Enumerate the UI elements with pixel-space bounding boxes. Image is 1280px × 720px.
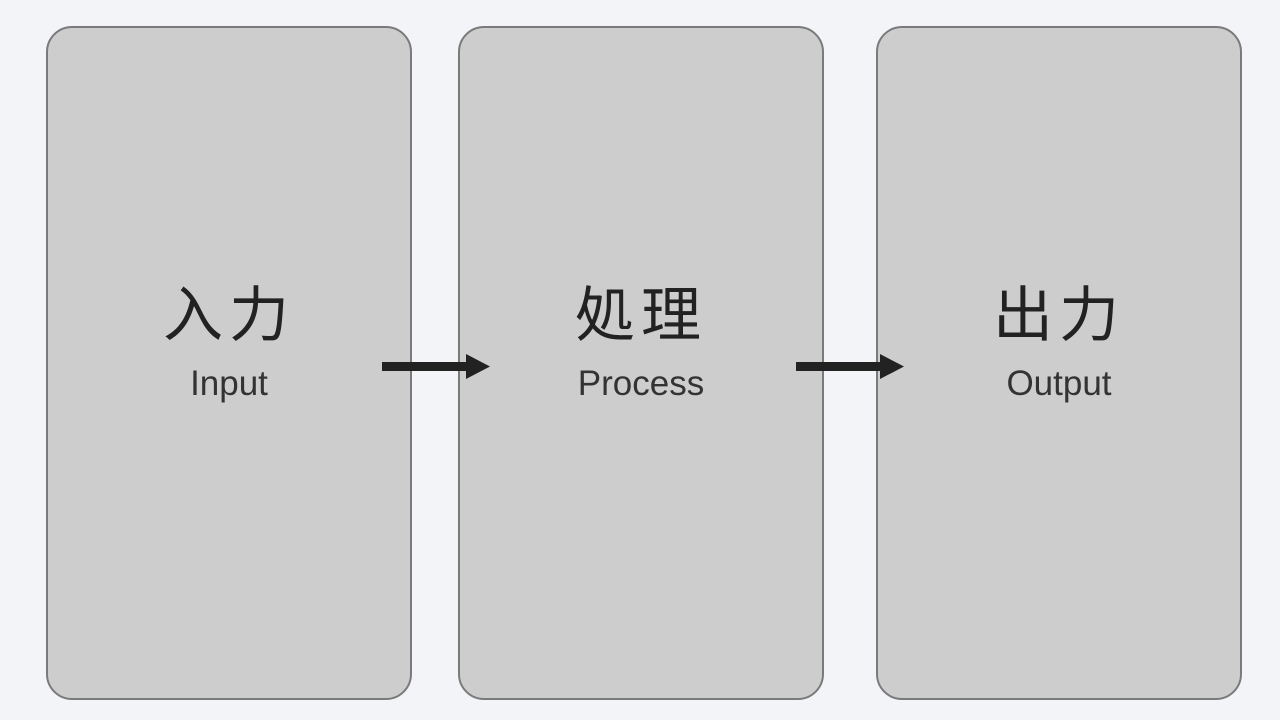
step-title-jp: 処理 <box>575 281 707 351</box>
step-title-en: Input <box>190 364 268 403</box>
step-title-en: Process <box>577 364 705 403</box>
step-box-output: 出力 Output <box>876 26 1242 700</box>
step-box-input: 入力 Input <box>46 26 412 700</box>
step-title-jp: 入力 <box>163 281 295 351</box>
arrow-right-icon <box>796 352 904 382</box>
step-box-process: 処理 Process <box>458 26 824 700</box>
step-title-jp: 出力 <box>993 281 1125 351</box>
arrow-right-icon <box>382 352 490 382</box>
step-title-en: Output <box>1006 364 1112 403</box>
